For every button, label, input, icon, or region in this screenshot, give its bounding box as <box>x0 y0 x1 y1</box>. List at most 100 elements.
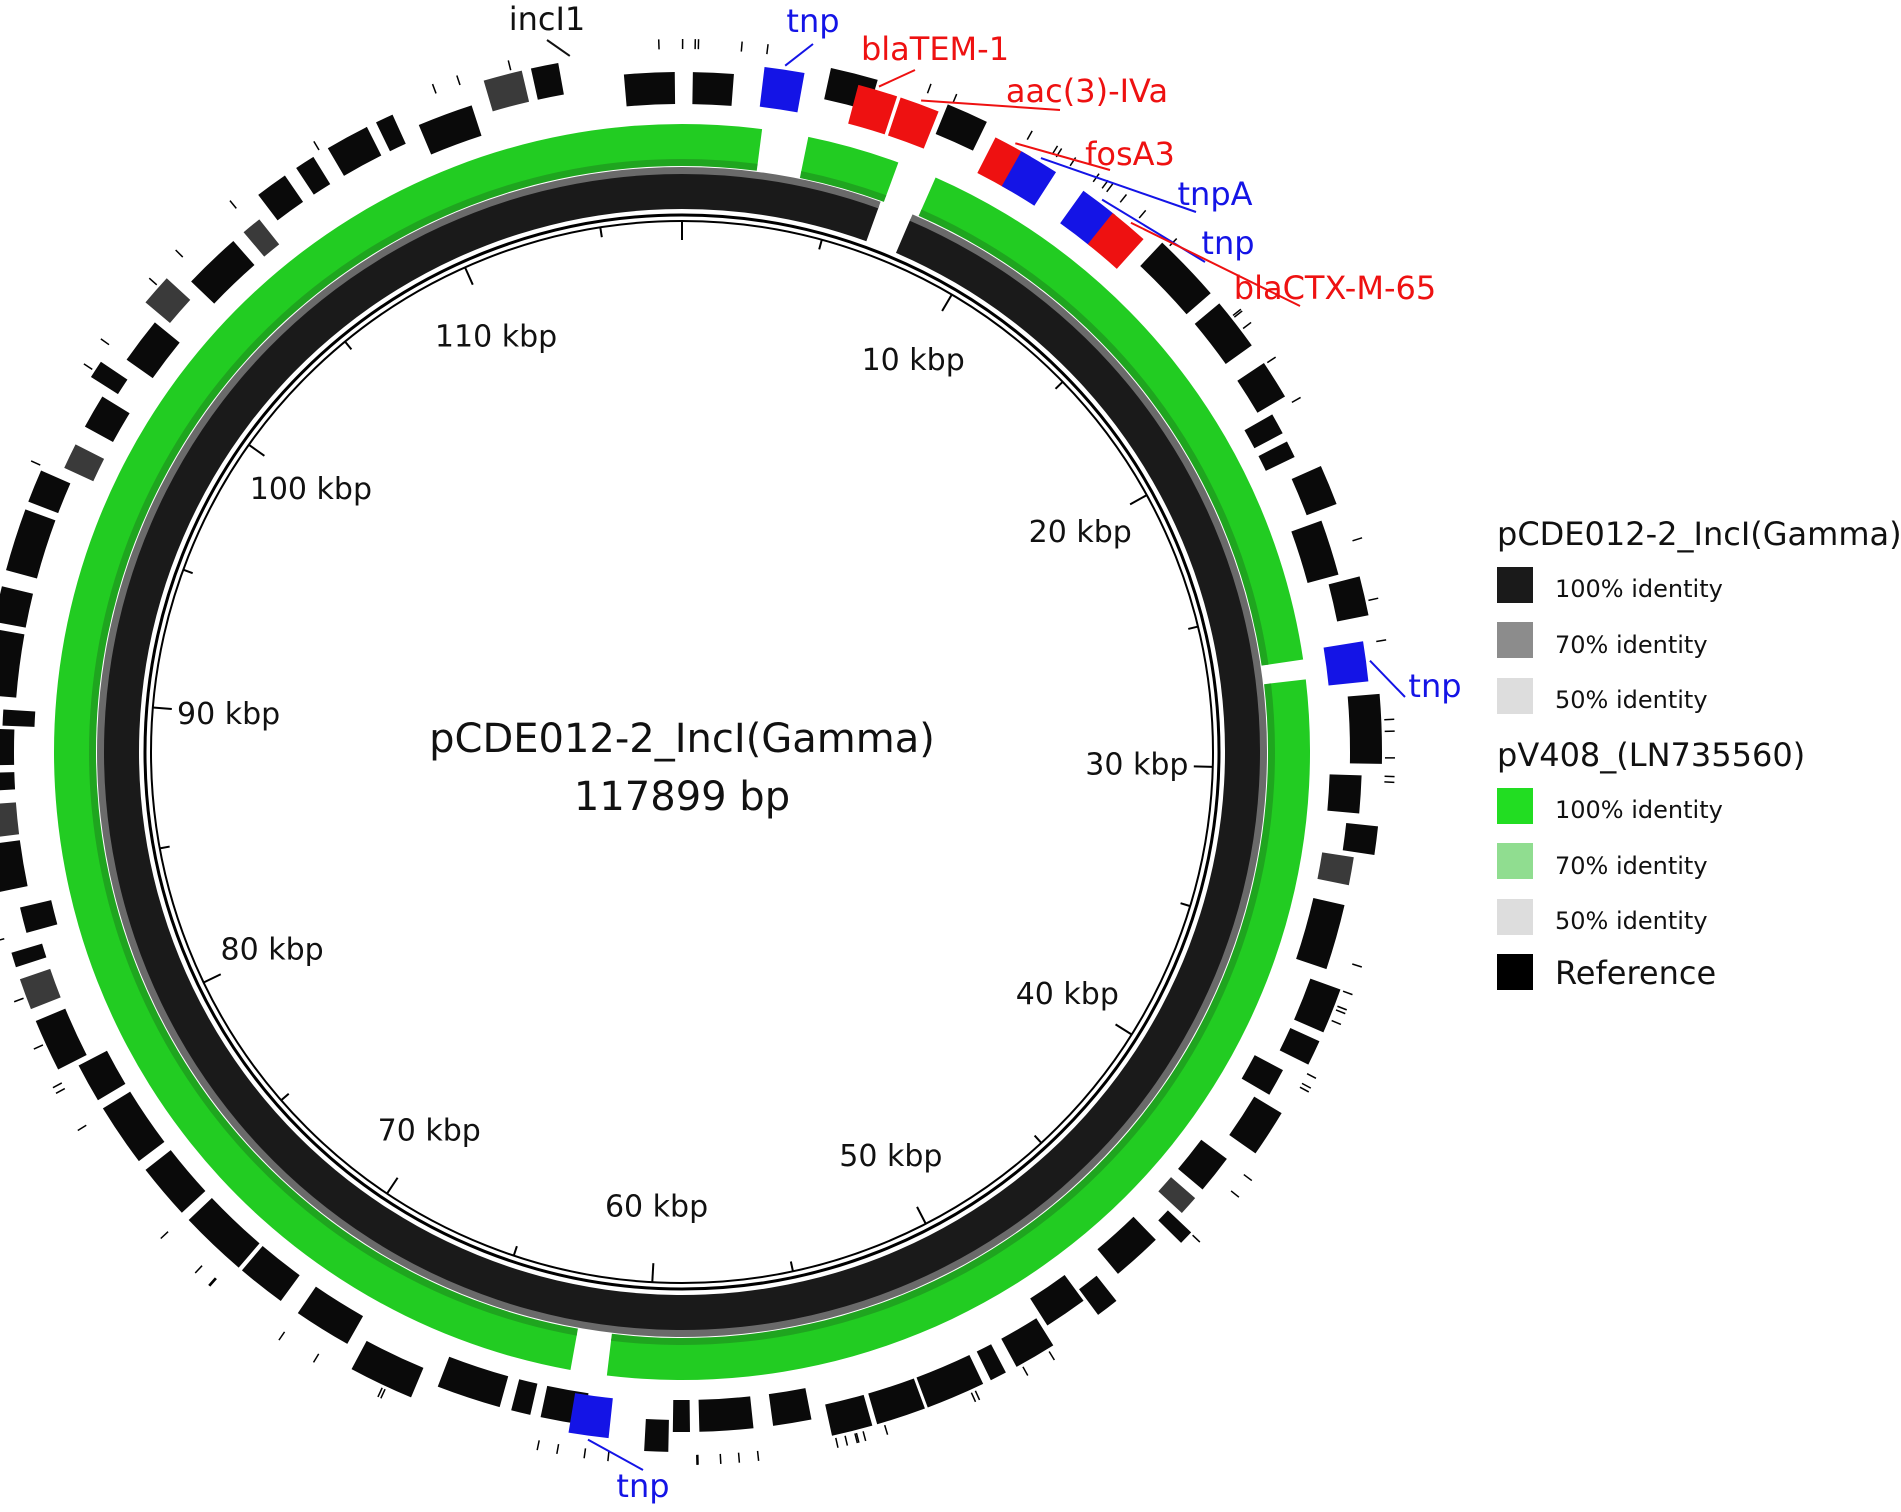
gene-leader-line <box>1130 221 1301 307</box>
legend-item-label: 70% identity <box>1555 852 1708 880</box>
cds-block <box>90 361 128 395</box>
cds-spur <box>844 1435 849 1446</box>
scale-tick <box>916 1206 927 1225</box>
scale-tick-label: 20 kbp <box>1029 515 1132 550</box>
reference-identity-ring <box>97 167 1268 1338</box>
reference-ring-segment <box>682 172 879 242</box>
cds-spur <box>970 1392 977 1403</box>
cds-spur <box>1022 1366 1029 1376</box>
cds-spur <box>883 1424 889 1435</box>
legend-swatch <box>1497 678 1533 714</box>
scale-tick-label: 50 kbp <box>839 1139 942 1174</box>
cds-block <box>145 1150 206 1213</box>
cds-spur <box>1266 356 1277 364</box>
cds-block <box>1229 1096 1282 1154</box>
legend-reference-label: Reference <box>1555 954 1716 992</box>
cds-block <box>976 1344 1006 1381</box>
cds-spur <box>1301 1082 1312 1089</box>
mobile-element-block <box>1323 641 1369 686</box>
scale-tick <box>818 239 823 250</box>
cds-spur <box>1192 1234 1201 1243</box>
gene-label: blaTEM-1 <box>861 30 1009 68</box>
gene-leader-line <box>1015 142 1111 171</box>
cds-block <box>0 840 28 892</box>
mobile-element-block <box>568 1393 613 1439</box>
cds-spur <box>1306 1073 1317 1079</box>
gene-label: tnp <box>1408 667 1461 705</box>
cds-block <box>11 943 47 968</box>
cds-block <box>1347 693 1383 764</box>
cds-spur <box>33 1044 44 1050</box>
cds-spur <box>1299 1086 1310 1093</box>
gene-label: fosA3 <box>1085 135 1175 173</box>
cds-block <box>1258 441 1295 471</box>
mobile-element-block <box>759 66 805 113</box>
scale-tick <box>344 340 353 350</box>
cds-spur <box>1026 130 1033 140</box>
cds-block <box>296 156 331 195</box>
cds-block <box>1244 414 1283 449</box>
cds-spur <box>160 1231 169 1240</box>
cds-block <box>1294 978 1341 1033</box>
resistance-gene-block <box>1087 212 1144 269</box>
resistance-gene-block <box>887 97 939 149</box>
scale-tick <box>386 1177 399 1195</box>
cds-block <box>243 219 280 257</box>
comparison-ring-segment <box>800 136 899 198</box>
gene-leader-line <box>878 69 916 88</box>
cds-spur <box>1291 396 1301 404</box>
comparison-ring-edge <box>799 171 887 202</box>
cds-spur <box>862 1431 867 1442</box>
cds-block <box>644 1419 669 1452</box>
cds-block <box>1158 1177 1196 1214</box>
scale-tick-label: 80 kbp <box>221 932 324 967</box>
cds-spur <box>1243 1173 1253 1182</box>
legend-item-label: 100% identity <box>1555 796 1723 824</box>
cds-spur <box>175 249 184 258</box>
cds-block <box>868 1378 925 1425</box>
cds-spur <box>536 1440 540 1451</box>
scale-tick <box>789 1261 794 1272</box>
cds-spur <box>756 1450 760 1461</box>
cds-spur <box>1069 157 1077 167</box>
cds-spur <box>607 1451 610 1462</box>
scale-tick <box>203 973 222 984</box>
scale-tick-label: 60 kbp <box>605 1189 708 1224</box>
gene-leader-line <box>587 1438 644 1471</box>
cds-block <box>1178 1139 1227 1190</box>
legend-item-label: 100% identity <box>1555 575 1723 603</box>
cds-spur <box>30 460 41 466</box>
cds-block <box>1030 1274 1084 1326</box>
cds-block <box>511 1379 538 1415</box>
cds-block <box>0 586 34 628</box>
cds-spur <box>719 1453 722 1464</box>
cds-block <box>20 900 58 933</box>
cds-block <box>188 1197 260 1268</box>
cds-block <box>327 126 382 176</box>
cds-spur <box>1138 209 1147 219</box>
cds-spur <box>229 200 237 209</box>
cds-block <box>1328 576 1369 622</box>
cds-block <box>1140 242 1211 315</box>
cds-spur <box>312 1353 320 1363</box>
gene-leader-line <box>921 99 1061 111</box>
cds-block <box>916 1355 984 1408</box>
cds-spur <box>854 1433 859 1444</box>
cds-spur <box>926 83 932 94</box>
cds-spur <box>194 1265 203 1274</box>
cds-spur <box>1233 310 1243 318</box>
cds-spur <box>456 75 461 86</box>
legend: pCDE012-2_IncI(Gamma) 100% identity 70% … <box>1497 515 1901 992</box>
scale-tick <box>1193 765 1213 768</box>
cds-spur <box>377 1387 383 1398</box>
legend-item-label: 50% identity <box>1555 907 1708 935</box>
cds-block <box>297 1286 364 1344</box>
cds-spur <box>83 363 93 370</box>
cds-block <box>692 72 734 106</box>
cds-spur <box>855 1432 860 1443</box>
cds-block <box>1291 465 1337 516</box>
cds-block <box>437 1356 509 1408</box>
cds-block <box>0 630 25 698</box>
